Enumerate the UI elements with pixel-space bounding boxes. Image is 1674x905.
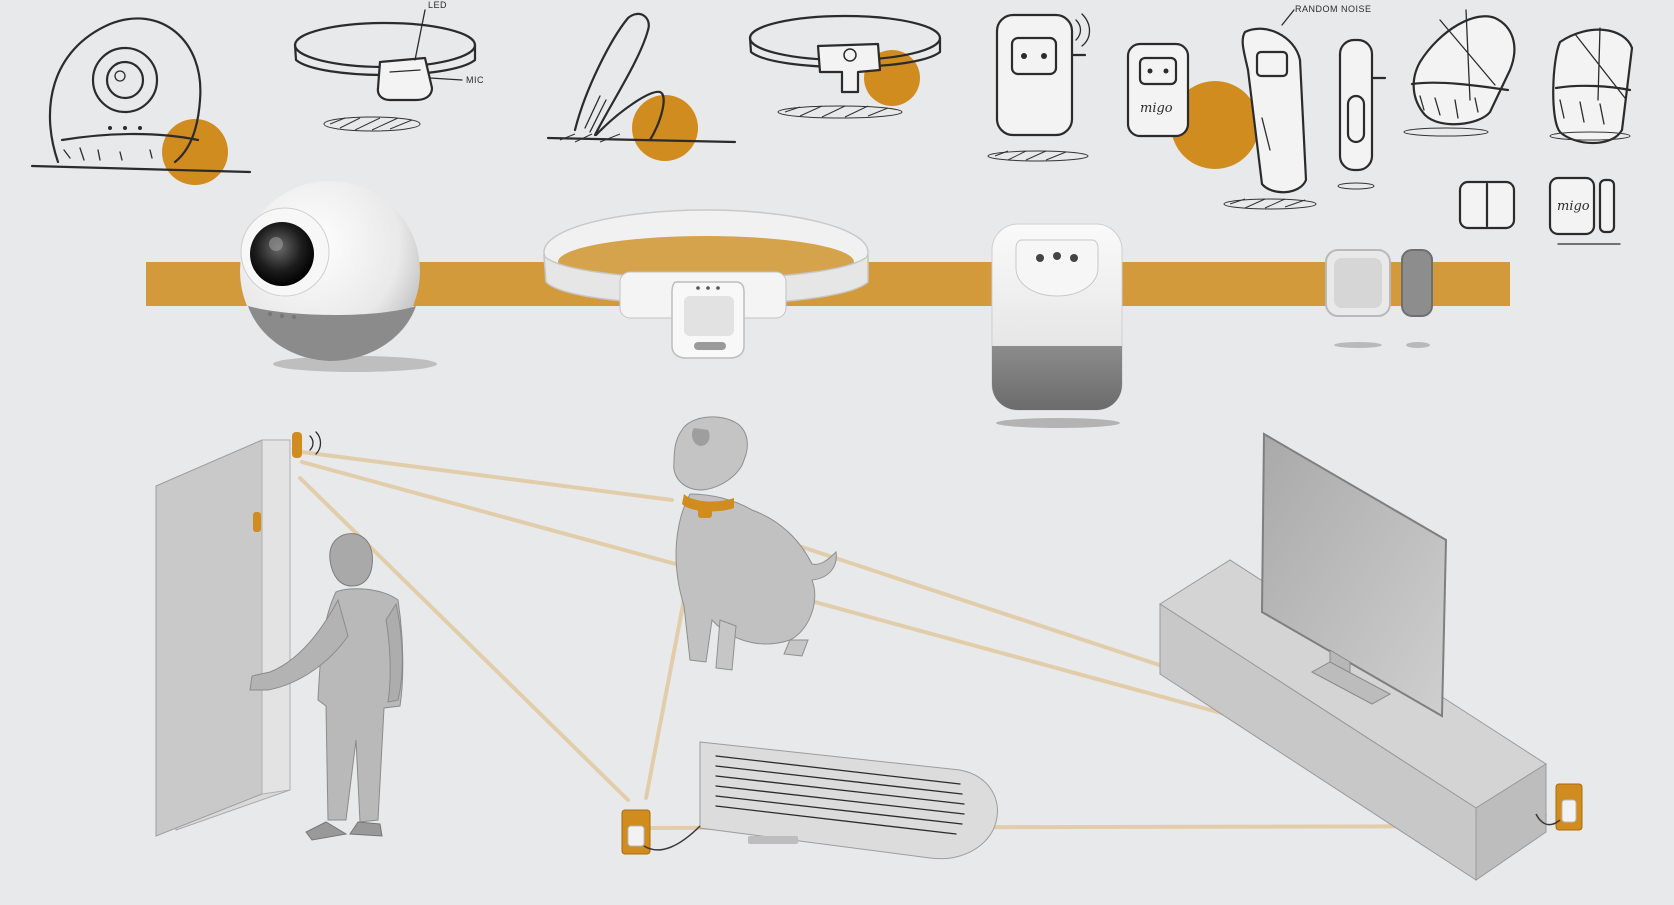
person-figure — [249, 533, 404, 841]
dog-collar-icon — [682, 494, 734, 512]
dog-figure — [673, 416, 837, 671]
door-sensor-render-icon — [1325, 249, 1433, 348]
collar-sketch: LED MIC — [293, 0, 484, 132]
migo-plug-sketch: migo RANDOM NOISE — [1126, 4, 1387, 210]
collar-mic-note: MIC — [466, 75, 484, 85]
collar-device-sketch — [748, 14, 942, 119]
camera-sketch — [30, 17, 252, 185]
collar-render-icon — [543, 209, 869, 359]
home-scene — [155, 416, 1583, 881]
door-sensor-icon — [292, 432, 302, 458]
television — [1260, 432, 1448, 718]
accent-dot — [632, 95, 698, 161]
camera-render-icon — [240, 181, 437, 372]
stand-sketch — [546, 12, 737, 161]
product-band — [146, 181, 1510, 428]
collar-led-note: LED — [428, 0, 447, 10]
sketch-row: LED MIC — [30, 0, 1634, 245]
door-magnet-icon — [253, 512, 261, 532]
wall-plug-ac — [621, 809, 701, 855]
brand-label-1: migo — [1140, 101, 1173, 116]
door-sensor-sketch: migo — [1403, 9, 1634, 245]
air-conditioner — [699, 741, 998, 860]
brand-label-2: migo — [1557, 199, 1590, 214]
accent-dot — [1171, 81, 1259, 169]
plug-sketch — [987, 13, 1091, 162]
collar-tracker-icon — [698, 504, 712, 518]
door — [155, 431, 322, 837]
accent-dot — [162, 119, 228, 185]
plug-noise-note: RANDOM NOISE — [1295, 4, 1372, 14]
smart-plug-render-icon — [991, 223, 1123, 428]
wall-plug-tv — [1535, 783, 1583, 831]
